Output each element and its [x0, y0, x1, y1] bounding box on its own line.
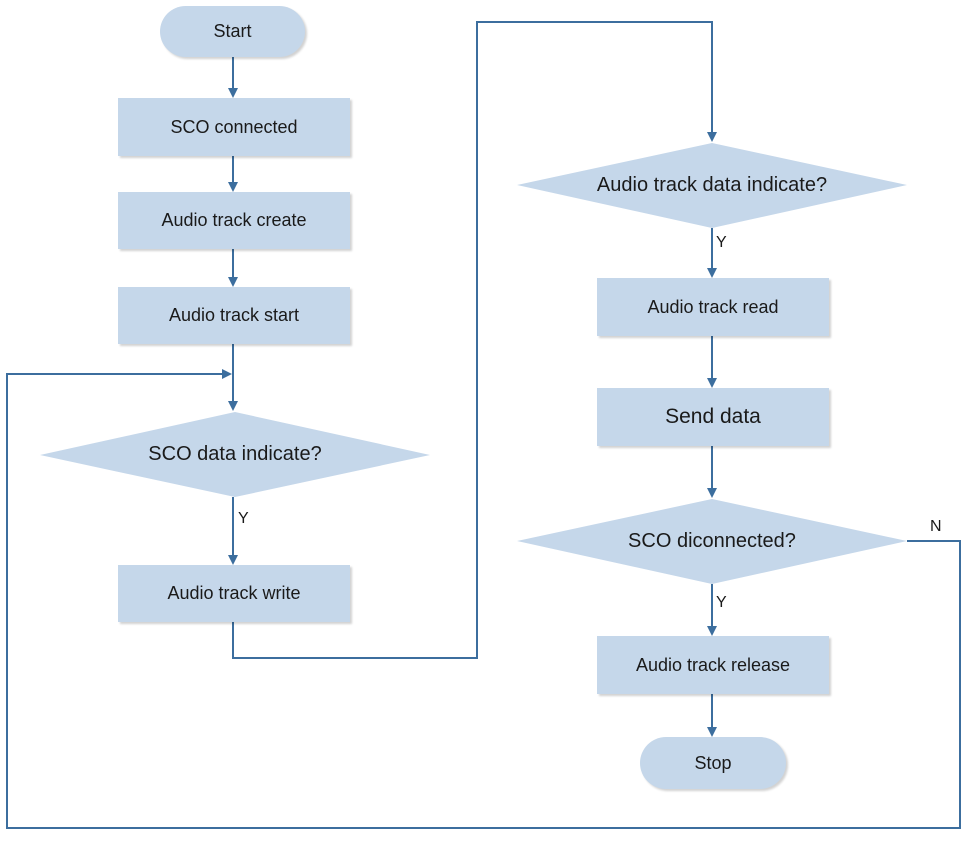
- decision-sco-disconnected-shape: [517, 499, 907, 584]
- connector-loop-back: [6, 369, 961, 829]
- stop-node: Stop: [640, 737, 786, 789]
- start-node: Start: [160, 6, 305, 57]
- label-sco-disconnected-no: N: [930, 518, 942, 535]
- label-sco-data-yes: Y: [238, 510, 249, 527]
- label-sco-disconnected-yes: Y: [716, 594, 727, 611]
- decision-audio-track-data-shape: [517, 143, 907, 228]
- connector-write-to-right: [232, 21, 717, 659]
- label-audio-track-data-yes: Y: [716, 234, 727, 251]
- audio-track-release-node: Audio track release: [597, 636, 829, 694]
- audio-track-read-node: Audio track read: [597, 278, 829, 336]
- audio-track-start-node: Audio track start: [118, 287, 350, 344]
- audio-track-data-indicate-decision: Audio track data indicate?: [596, 174, 828, 196]
- sco-connected-node: SCO connected: [118, 98, 350, 156]
- decision-sco-data-shape: [40, 412, 430, 497]
- send-data-node: Send data: [597, 388, 829, 446]
- sco-disconnected-decision: SCO diconnected?: [628, 530, 796, 552]
- audio-track-create-node: Audio track create: [118, 192, 350, 249]
- audio-track-write-node: Audio track write: [118, 565, 350, 622]
- sco-data-indicate-decision: SCO data indicate?: [148, 443, 322, 465]
